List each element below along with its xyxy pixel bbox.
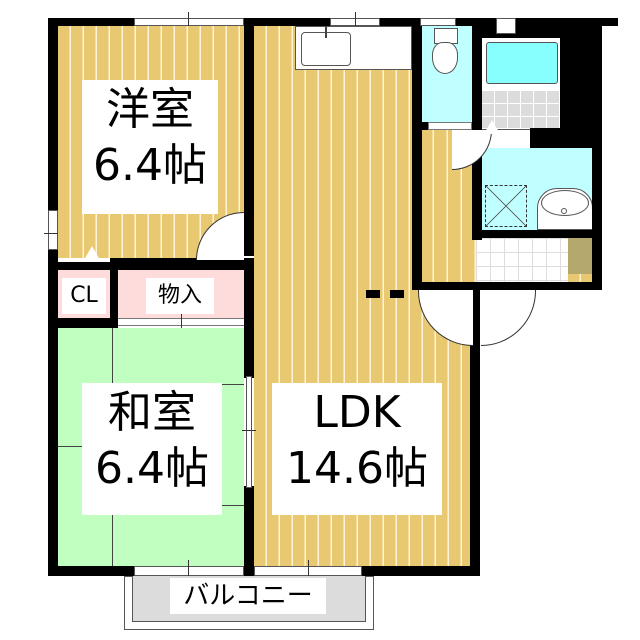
wall (48, 566, 134, 576)
ldk-name: LDK (313, 387, 401, 438)
faucet-icon (561, 208, 567, 214)
wall (530, 128, 602, 148)
wall (412, 122, 428, 130)
balcony-window (134, 566, 244, 576)
shoe-storage-floor (568, 274, 594, 282)
toilet-door (428, 122, 472, 130)
western-room-label: 洋室 6.4帖 (82, 80, 218, 214)
western-room-name: 洋室 (106, 84, 194, 135)
faucet (325, 26, 327, 38)
wall (362, 566, 478, 576)
window (420, 18, 456, 26)
bath-door (484, 120, 500, 134)
wall (472, 230, 602, 238)
closet-label: CL (62, 278, 106, 314)
wall (472, 18, 482, 240)
ldk-label: LDK 14.6帖 (272, 383, 442, 515)
hall-marker (366, 290, 380, 298)
shoe-storage (568, 238, 594, 274)
closet-door-track (58, 258, 110, 262)
wall (412, 18, 422, 290)
bathtub (486, 42, 558, 84)
window-tick (188, 12, 189, 26)
door-tick (242, 430, 256, 431)
japanese-room-size: 6.4帖 (95, 443, 209, 494)
balcony-label: バルコニー (170, 578, 326, 614)
japanese-room-label: 和室 6.4帖 (82, 383, 222, 515)
window-tick (44, 233, 58, 234)
ldk-size: 14.6帖 (286, 443, 428, 494)
window-tick (308, 560, 309, 578)
window (134, 18, 244, 26)
hall-marker (390, 290, 404, 298)
wall (48, 18, 58, 258)
window (496, 18, 516, 34)
wall (470, 282, 480, 352)
entrance-floor (476, 238, 568, 282)
washing-machine-pan (485, 185, 527, 227)
window (48, 210, 58, 250)
wall (244, 18, 254, 256)
western-room-size: 6.4帖 (93, 140, 207, 191)
wall (470, 290, 480, 576)
window-tick (355, 12, 356, 26)
wall (244, 566, 254, 576)
wall (48, 256, 58, 572)
sliding-door (246, 376, 252, 488)
wall (592, 18, 602, 290)
wall (48, 318, 118, 328)
wall (244, 486, 254, 576)
closet-door (84, 246, 100, 260)
wall (420, 282, 602, 290)
window-tick (188, 560, 189, 578)
wall (244, 258, 254, 378)
toilet-icon (432, 42, 458, 74)
storage-label: 物入 (146, 278, 214, 314)
door-tick (181, 314, 182, 328)
wall (110, 262, 118, 324)
japanese-room-name: 和室 (108, 387, 196, 438)
